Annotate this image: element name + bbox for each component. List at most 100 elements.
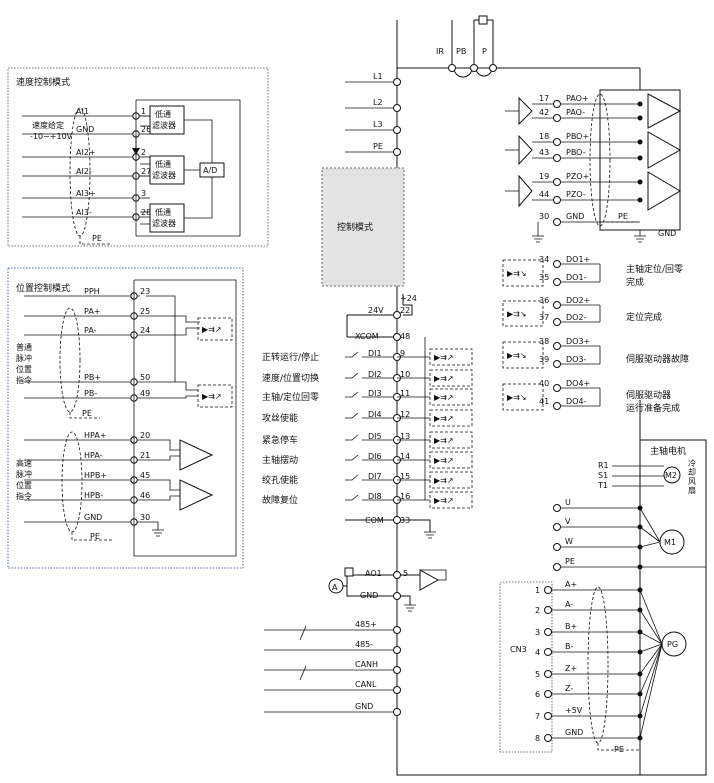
do-function-2-0: 伺服驱动器故障 — [626, 353, 689, 365]
cn3-signal-7: GND — [565, 728, 583, 737]
do-pin-6: 40 — [539, 379, 549, 388]
di-name-1: DI2 — [368, 370, 382, 379]
normal-pulse-2: 脉冲 — [16, 353, 32, 363]
speed-signal-4: AI3+ — [76, 189, 96, 198]
speed-pin-3: 27 — [141, 167, 151, 176]
do-function-1-0: 定位完成 — [626, 311, 662, 323]
svg-text:▶⇉↗: ▶⇉↗ — [202, 392, 222, 401]
normal-pulse-1: 普通 — [16, 342, 32, 352]
pos-signal-5: HPA+ — [84, 431, 107, 440]
spindle-title: 主轴电机 — [650, 445, 686, 457]
pos-signal-3: PB+ — [84, 373, 101, 382]
svg-text:却: 却 — [688, 467, 696, 477]
pos-pin-4: 49 — [140, 389, 150, 398]
svg-text:▶⇉↘: ▶⇉↘ — [507, 269, 527, 278]
filter-1-line1: 低通 — [155, 109, 171, 119]
do-pin-5: 39 — [539, 355, 549, 364]
enc-pin-6: 30 — [539, 212, 549, 221]
do-signal-2: DO2+ — [566, 296, 590, 305]
svg-text:▶⇉↗: ▶⇉↗ — [434, 353, 454, 362]
comm-label-1: 485- — [355, 640, 373, 649]
pos-pe-label-2: PE — [90, 532, 100, 541]
phase-2: W — [565, 537, 573, 546]
do-signal-4: DO3+ — [566, 337, 590, 346]
high-pulse-2: 脉冲 — [16, 469, 32, 479]
speed-given-label: 速度给定 — [32, 120, 64, 130]
cn3-pe-label: PE — [614, 745, 624, 754]
pos-pin-0: 23 — [140, 287, 150, 296]
svg-text:▶⇉↗: ▶⇉↗ — [202, 325, 222, 334]
high-pulse-1: 高速 — [16, 458, 32, 468]
di-function-3: 攻丝使能 — [262, 412, 298, 424]
pos-pin-5: 20 — [140, 431, 150, 440]
di-name-0: DI1 — [368, 349, 382, 358]
di-pin-2: 11 — [400, 389, 410, 398]
speed-range-label: -10~+10V — [30, 132, 73, 141]
svg-text:▶⇉↗: ▶⇉↗ — [434, 393, 454, 402]
enc-signal-2: PBO+ — [566, 132, 589, 141]
cn3-pin-4: 5 — [535, 670, 540, 679]
speed-pin-2: 2 — [141, 148, 146, 157]
speed-signal-2: AI2+ — [76, 148, 96, 157]
plus24-label: +24 — [400, 294, 417, 303]
di-function-4: 紧急停车 — [262, 434, 298, 446]
power-input-3: PE — [373, 142, 383, 151]
pg-label: PG — [667, 640, 678, 649]
cn3-signal-6: +5V — [565, 706, 583, 715]
do-signal-3: DO2- — [566, 313, 587, 322]
speed-signal-0: AI1 — [76, 107, 89, 116]
ammeter-label: A — [332, 583, 338, 592]
enc-pin-2: 18 — [539, 132, 549, 141]
svg-text:扇: 扇 — [688, 485, 696, 495]
high-pulse-4: 指令 — [16, 491, 32, 501]
comm-label-2: CANH — [355, 660, 378, 669]
cn3-signal-2: B+ — [565, 622, 577, 631]
svg-text:▶⇉↗: ▶⇉↗ — [434, 496, 454, 505]
di-pin-5: 14 — [400, 452, 410, 461]
fan-r1: R1 — [598, 461, 609, 470]
pos-signal-9: GND — [84, 513, 102, 522]
power-input-2: L3 — [373, 120, 383, 129]
speed-pe-label: PE — [92, 234, 102, 243]
fan-s1: S1 — [598, 471, 608, 480]
di-pin-6: 15 — [400, 472, 410, 481]
cn3-pin-5: 6 — [535, 690, 540, 699]
do-pin-1: 35 — [539, 273, 549, 282]
di-name-5: DI6 — [368, 452, 382, 461]
speed-signal-3: AI2- — [76, 167, 92, 176]
filter-3-line1: 低通 — [155, 207, 171, 217]
filter-2-line2: 滤波器 — [152, 170, 176, 180]
enc-pin-0: 17 — [539, 94, 549, 103]
pos-pin-1: 25 — [140, 307, 150, 316]
di-name-4: DI5 — [368, 432, 382, 441]
do-function-0-0: 主轴定位/回零 — [626, 263, 683, 275]
pos-signal-6: HPA- — [84, 451, 103, 460]
speed-pin-1: 26 — [141, 125, 151, 134]
svg-text:▶⇉↗: ▶⇉↗ — [434, 436, 454, 445]
fan-t1: T1 — [597, 481, 608, 490]
cn3-title: CN3 — [510, 645, 527, 654]
svg-text:▶⇉↗: ▶⇉↗ — [434, 374, 454, 383]
do-signal-1: DO1- — [566, 273, 587, 282]
pos-pin-7: 45 — [140, 471, 150, 480]
pos-pin-6: 21 — [140, 451, 150, 460]
cn3-pin-3: 4 — [535, 648, 540, 657]
svg-text:▶⇉↘: ▶⇉↘ — [507, 351, 527, 360]
di-pin-4: 13 — [400, 432, 410, 441]
enc-signal-1: PAO- — [566, 108, 585, 117]
enc-signal-4: PZO+ — [566, 172, 589, 181]
svg-text:风: 风 — [688, 477, 696, 486]
enc-signal-0: PAO+ — [566, 94, 589, 103]
enc-pin-3: 43 — [539, 148, 549, 157]
svg-text:▶⇉↗: ▶⇉↗ — [434, 414, 454, 423]
di-function-1: 速度/位置切换 — [262, 372, 319, 384]
motor-label: M1 — [664, 538, 676, 547]
di-pin-3: 12 — [400, 410, 410, 419]
di-pin-0: 9 — [400, 349, 405, 358]
cn3-pin-1: 2 — [535, 606, 540, 615]
di-function-2: 主轴/定位回零 — [262, 391, 319, 403]
power-input-0: L1 — [373, 72, 383, 81]
do-function-3-0: 伺服驱动器 — [626, 389, 671, 401]
